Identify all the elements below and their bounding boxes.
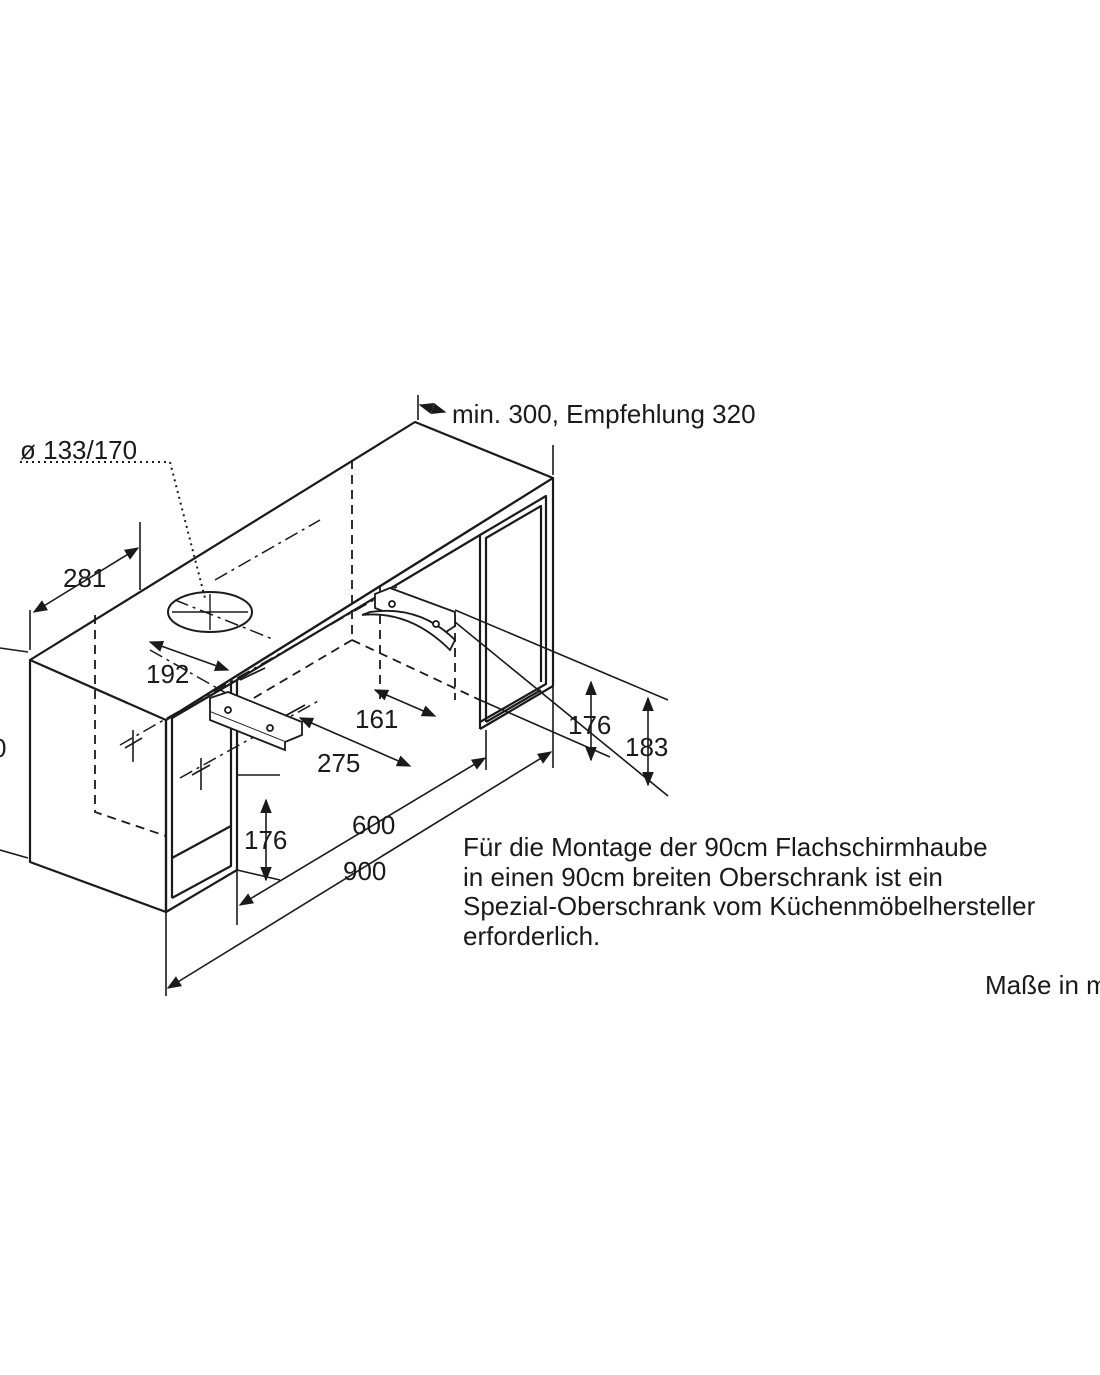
- dim-900: 900: [343, 856, 386, 886]
- note-line: Für die Montage der 90cm Flachschirmhaub…: [463, 832, 988, 862]
- installation-note: Für die Montage der 90cm Flachschirmhaub…: [463, 832, 1100, 951]
- hidden-edges: [94, 460, 481, 837]
- dim-161: 161: [355, 704, 398, 734]
- dimension-lines: [0, 395, 669, 996]
- mounting-bracket-right: [361, 587, 457, 652]
- dim-192: 192: [146, 659, 189, 689]
- dim-left-cut: 0: [0, 733, 6, 763]
- dim-275: 275: [317, 748, 360, 778]
- units-label: Maße in mm: [985, 970, 1100, 1000]
- duct-opening: [167, 591, 253, 633]
- mounting-bracket-left: [209, 667, 306, 752]
- duct-diameter-label: ø 133/170: [20, 435, 137, 465]
- dim-176-right: 176: [568, 710, 611, 740]
- note-line: in einen 90cm breiten Oberschrank ist ei…: [463, 861, 943, 892]
- note-line: Spezial-Oberschrank vom Küchenmöbelherst…: [463, 891, 1036, 921]
- depth-note: min. 300, Empfehlung 320: [452, 399, 756, 429]
- fixing-marks: [124, 730, 211, 790]
- dim-183: 183: [625, 732, 668, 762]
- note-line: erforderlich.: [463, 920, 601, 951]
- dim-600: 600: [352, 810, 395, 840]
- dim-281: 281: [63, 563, 106, 593]
- dim-176-front: 176: [244, 825, 287, 855]
